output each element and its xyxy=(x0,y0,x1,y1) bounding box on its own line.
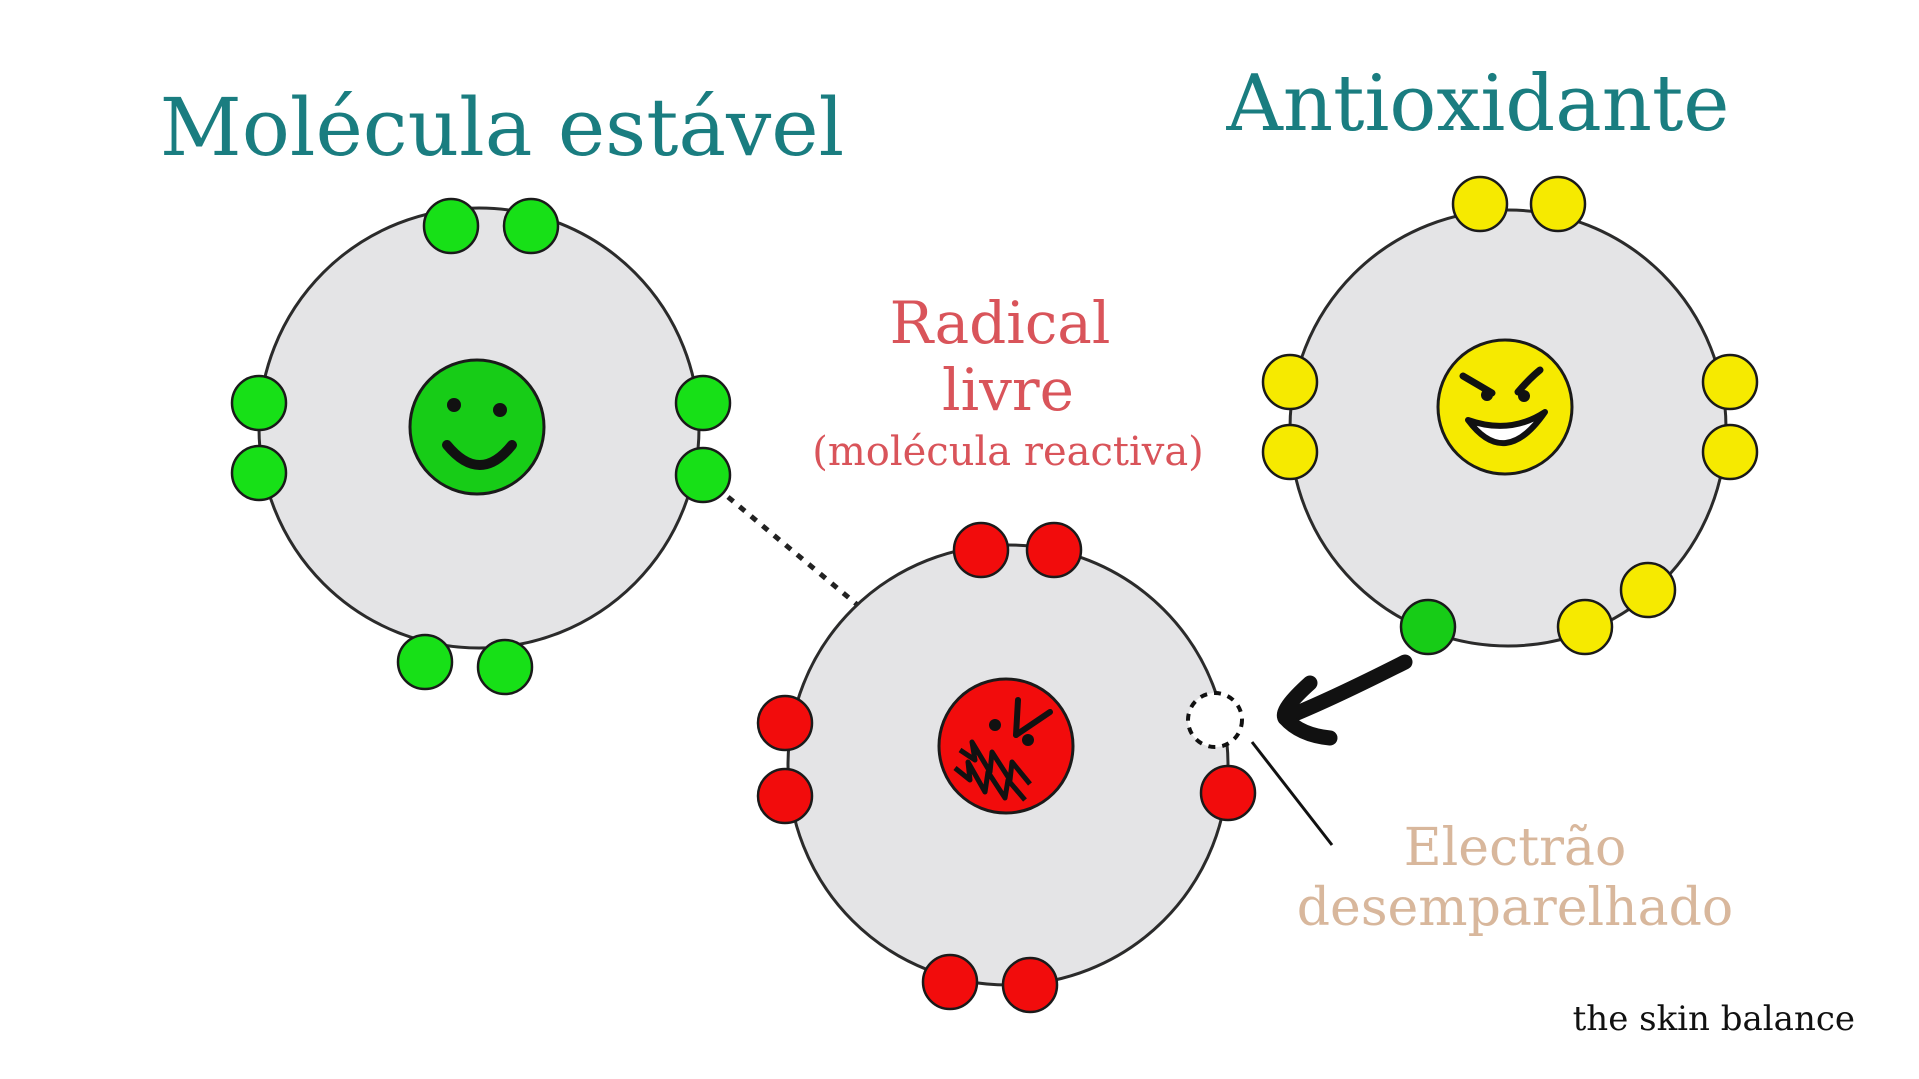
stable-electron-right-top xyxy=(674,374,732,432)
unpaired-electron-label-line1: Electrão xyxy=(1404,818,1627,878)
antioxidant-electron-right-top xyxy=(1701,353,1759,411)
antioxidant-donated-electron xyxy=(1399,598,1457,656)
antioxidant-title: Antioxidante xyxy=(1226,59,1730,149)
happy-face-icon xyxy=(408,358,546,496)
antioxidant-electron-bottom-right-lower xyxy=(1556,598,1614,656)
unpaired-electron-pointer xyxy=(1250,741,1334,846)
radical-electron-left-top xyxy=(756,694,814,752)
grinning-face-icon xyxy=(1436,338,1574,476)
stable-electron-left-top xyxy=(230,374,288,432)
radical-title-line1: Radical xyxy=(890,289,1111,357)
unpaired-electron-label-line2: desemparelhado xyxy=(1297,878,1733,938)
stable-molecule-title: Molécula estável xyxy=(160,81,844,174)
stable-electron-top-left xyxy=(422,197,480,255)
stable-electron-top-right xyxy=(502,197,560,255)
stable-electron-bottom-right xyxy=(476,638,534,696)
free-radical-molecule xyxy=(756,521,1257,1014)
stable-electron-bottom-left xyxy=(396,633,454,691)
radical-electron-bottom-right xyxy=(1001,956,1059,1014)
antioxidant-electron-bottom-right-upper xyxy=(1619,561,1677,619)
radical-electron-top-right xyxy=(1025,521,1083,579)
angry-face-icon xyxy=(937,677,1075,815)
antioxidant-electron-top-left xyxy=(1451,175,1509,233)
antioxidant-electron-top-right xyxy=(1529,175,1587,233)
radical-subtitle: (molécula reactiva) xyxy=(812,429,1204,475)
radical-title-line2: livre xyxy=(942,356,1074,424)
antioxidant-molecule xyxy=(1261,175,1759,656)
antioxidant-electron-left-top xyxy=(1261,353,1319,411)
radical-electron-right xyxy=(1199,764,1257,822)
radical-electron-left-bottom xyxy=(756,767,814,825)
donation-arrow xyxy=(1276,654,1413,746)
radical-electron-top-left xyxy=(952,521,1010,579)
antioxidant-electron-right-bottom xyxy=(1701,423,1759,481)
antioxidant-electron-left-bottom xyxy=(1261,423,1319,481)
unpaired-electron-slot xyxy=(1186,691,1244,749)
stable-electron-right-bottom xyxy=(674,446,732,504)
radical-electron-bottom-left xyxy=(921,953,979,1011)
stable-electron-left-bottom xyxy=(230,444,288,502)
brand-signature: the skin balance xyxy=(1573,999,1855,1039)
stable-molecule xyxy=(230,197,732,696)
